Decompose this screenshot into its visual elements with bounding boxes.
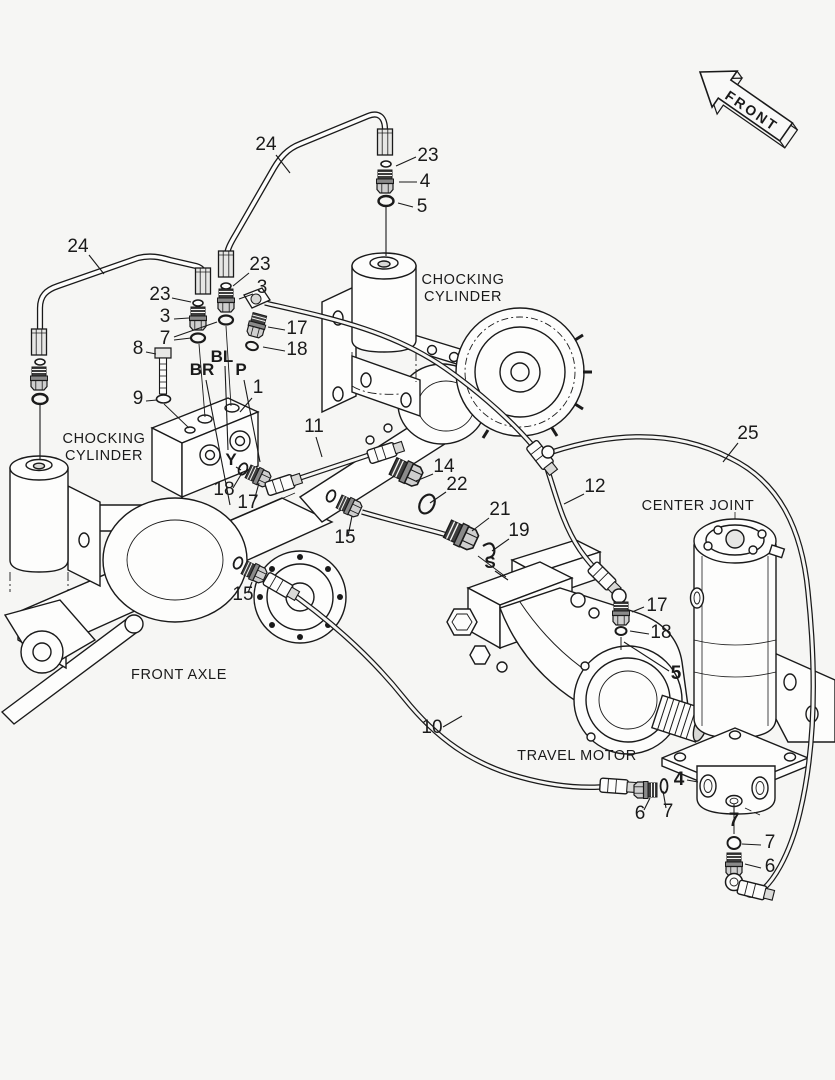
front-axle-label: FRONT AXLE: [131, 667, 227, 683]
leader-line-7: [173, 321, 218, 338]
callout-17: 17: [646, 595, 667, 616]
callout-7: 7: [160, 328, 171, 349]
callouts-layer: 2424234523323378917181111817151514222119…: [67, 134, 775, 877]
leader-line-21: [471, 517, 490, 532]
callout-5: 5: [417, 196, 428, 217]
callout-14: 14: [433, 456, 455, 477]
callout-21: 21: [489, 499, 510, 520]
callout-6: 6: [765, 856, 776, 877]
leader-line-17: [253, 482, 260, 502]
leader-line-6: [643, 797, 651, 811]
callout-S: S: [484, 553, 495, 572]
leader-line-7: [173, 337, 192, 341]
callout-BL: BL: [211, 347, 234, 366]
callout-10: 10: [421, 717, 442, 738]
callout-18: 18: [213, 479, 234, 500]
callout-P: P: [235, 360, 246, 379]
leader-line-3: [173, 317, 190, 320]
callout-11: 11: [304, 416, 324, 437]
callout-12: 12: [584, 476, 605, 497]
leader-line-18: [232, 472, 243, 489]
callout-3: 3: [257, 277, 268, 298]
leader-line-BL: [224, 365, 229, 451]
leader-line-23: [171, 297, 192, 303]
leader-line-4: [686, 779, 699, 783]
leader-line-23: [395, 156, 417, 167]
callout-7: 7: [663, 801, 674, 822]
leader-line-10: [442, 715, 463, 728]
leader-line-P: [243, 379, 261, 463]
callout-18: 18: [650, 622, 671, 643]
callout-18: 18: [286, 339, 307, 360]
leader-line-15: [347, 515, 353, 537]
leader-line-BR: [205, 379, 231, 506]
leader-line-11: [315, 436, 323, 458]
callout-BR: BR: [190, 360, 215, 379]
callout-25: 25: [737, 423, 758, 444]
leader-line-17: [631, 606, 645, 613]
callout-5: 5: [671, 663, 682, 684]
callout-1: 1: [253, 377, 264, 398]
leader-line-18: [629, 630, 650, 635]
callout-15: 15: [232, 584, 253, 605]
chocking-cylinder-left-drawing: [9, 455, 101, 592]
center-joint-drawing: [661, 512, 809, 818]
leader-line-1: [239, 397, 253, 413]
callout-7: 7: [765, 832, 776, 853]
callout-3: 3: [160, 306, 171, 327]
callout-23: 23: [417, 145, 438, 166]
callout-6: 6: [635, 803, 646, 824]
leader-line-3: [238, 293, 254, 300]
leader-line-14: [415, 473, 434, 482]
callout-15: 15: [334, 527, 355, 548]
leader-line-24: [88, 254, 105, 275]
callout-4: 4: [420, 171, 431, 192]
leader-line-12: [563, 493, 585, 505]
leader-line-7: [662, 790, 667, 809]
leader-line-8: [145, 351, 157, 355]
leader-line-19: [491, 538, 510, 552]
leader-line-6: [744, 863, 762, 869]
leader-line-9: [145, 399, 158, 402]
front-direction-arrow: FRONT: [698, 70, 799, 149]
leader-line-22: [429, 491, 447, 504]
callout-Y: Y: [225, 450, 237, 469]
callout-17: 17: [286, 318, 307, 339]
travel-motor-drawing: [446, 539, 835, 755]
callout-4: 4: [674, 769, 685, 790]
leader-line-24: [275, 154, 291, 174]
leader-line-Y: [235, 466, 242, 471]
leader-line-23: [232, 272, 250, 287]
leader-line-7: [741, 843, 762, 846]
travel-motor-label: TRAVEL MOTOR: [517, 748, 637, 764]
callout-23: 23: [249, 254, 270, 275]
leader-line-5: [623, 641, 670, 672]
callout-9: 9: [133, 388, 144, 409]
center-joint-label: CENTER JOINT: [642, 498, 755, 514]
leader-line-18: [262, 346, 286, 352]
leader-line-17: [267, 326, 286, 331]
leader-line-25: [722, 442, 739, 463]
fittings: [29, 128, 776, 903]
callout-7: 7: [729, 810, 740, 831]
callout-22: 22: [446, 474, 467, 495]
callout-24: 24: [67, 236, 89, 257]
leader-line-S: [494, 570, 509, 581]
callout-23: 23: [149, 284, 170, 305]
chocking-cylinder-mid-drawing: [321, 252, 421, 417]
leader-line-15: [247, 581, 253, 594]
leader-line-5: [397, 202, 414, 208]
callout-19: 19: [508, 520, 529, 541]
callout-24: 24: [255, 134, 277, 155]
callout-17: 17: [237, 492, 258, 513]
callout-8: 8: [133, 338, 144, 359]
